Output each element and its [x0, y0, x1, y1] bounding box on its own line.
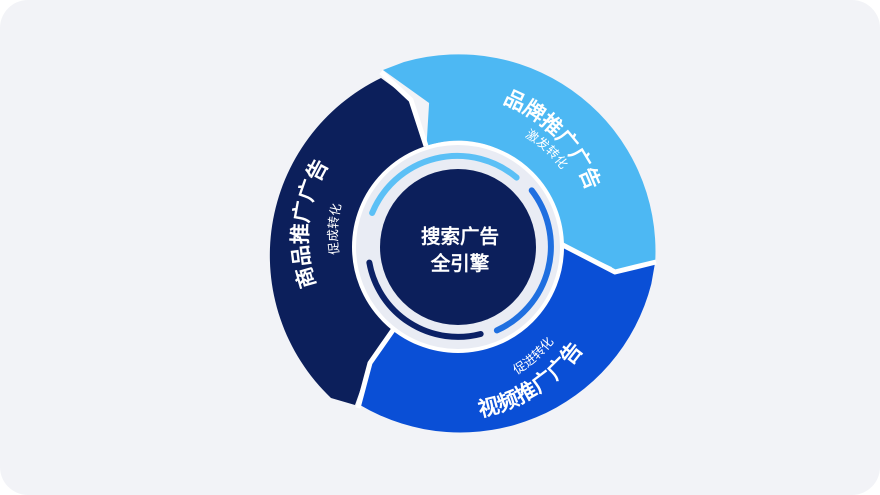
brand-segment[interactable] — [383, 54, 656, 272]
center-line1: 搜索广告 — [421, 225, 499, 248]
accent-arc-light — [369, 152, 520, 216]
segment-divider — [553, 238, 657, 275]
accent-arc-blue — [493, 187, 554, 334]
segment-divider — [379, 70, 429, 147]
accent-arc-dark — [366, 259, 484, 340]
center-hub — [380, 169, 536, 325]
segment-divider — [355, 318, 403, 409]
center-line2: 全引擎 — [430, 252, 490, 275]
